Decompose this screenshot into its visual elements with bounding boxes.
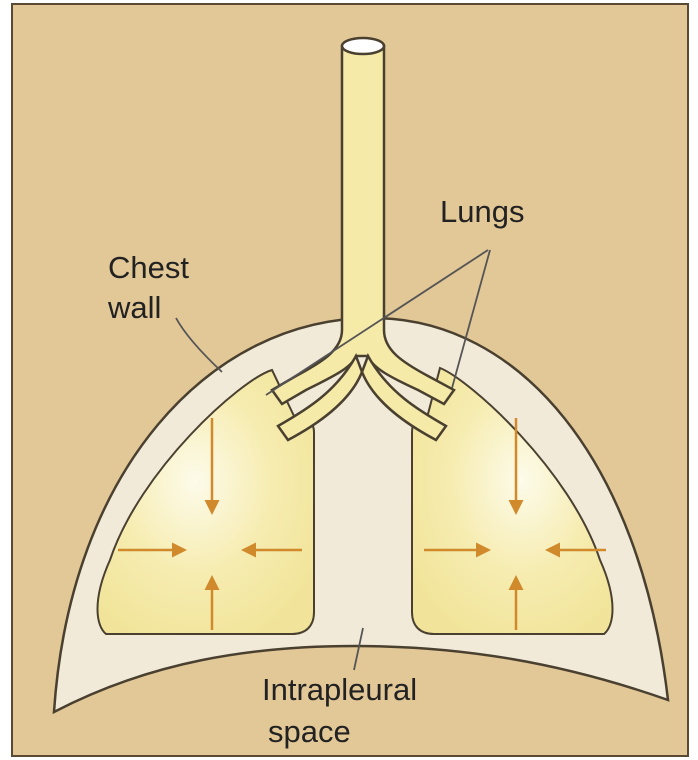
chest-wall-label-line1: Chest (108, 250, 189, 285)
trachea-opening (342, 38, 384, 54)
lungs-label: Lungs (440, 194, 524, 229)
intrapleural-label-line1: Intrapleural (262, 672, 417, 707)
intrapleural-label-line2: space (268, 714, 351, 749)
chest-wall-label-line2: wall (107, 290, 161, 325)
